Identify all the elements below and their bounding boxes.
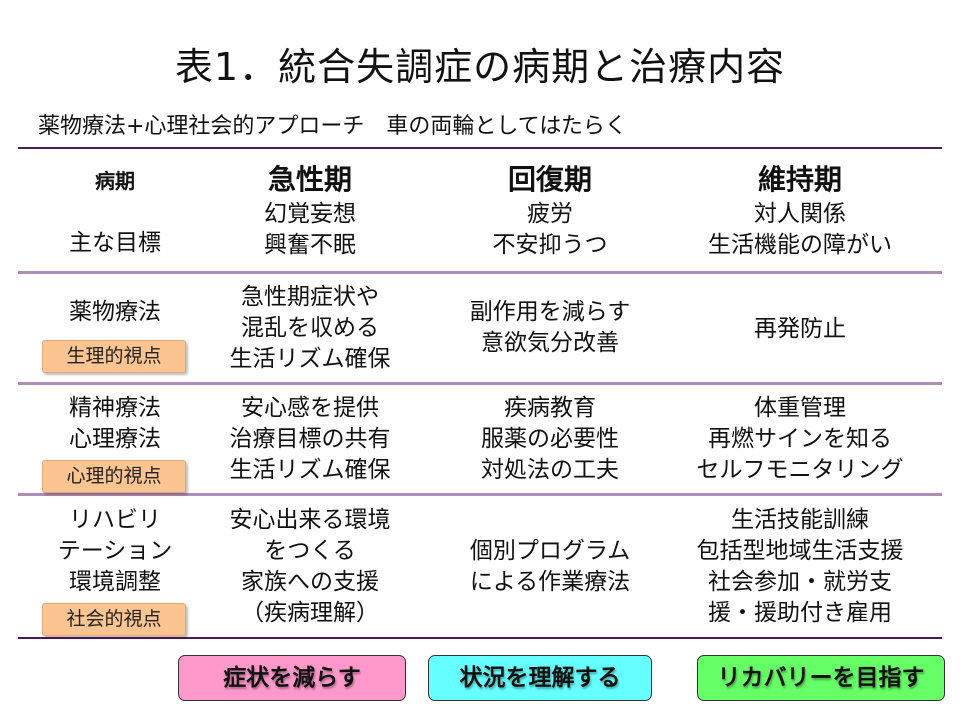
table-cell: 幻覚妄想 興奮不眠	[215, 198, 405, 262]
goal-reduce-symptoms: 症状を減らす	[178, 655, 406, 701]
row-divider	[18, 271, 942, 274]
cell-line: 体重管理	[754, 394, 846, 421]
table-cell: 急性期症状や 混乱を収める 生活リズム確保	[215, 281, 405, 375]
row-label-line: リハビリ	[69, 506, 161, 533]
table-bottom-rule	[18, 637, 942, 639]
row-label: リハビリ テーション 環境調整	[30, 504, 200, 598]
cell-line: 興奮不眠	[264, 232, 356, 258]
badge-psychological: 心理的視点	[42, 460, 186, 493]
cell-line: 治療目標の共有	[229, 425, 391, 452]
cell-line: 安心出来る環境	[229, 507, 391, 533]
cell-line: 急性期症状や	[241, 283, 379, 310]
cell-line: 意欲気分改善	[481, 330, 619, 356]
table-top-rule	[18, 147, 942, 149]
table-cell: 対人関係 生活機能の障がい	[680, 198, 920, 262]
row-label-line: 心理療法	[69, 426, 161, 452]
header-phase-acute: 急性期	[267, 163, 352, 196]
table-cell: 安心感を提供 治療目標の共有 生活リズム確保	[215, 392, 405, 486]
row-label-line: 薬物療法	[69, 298, 161, 325]
cell-line: 包括型地域生活支援	[696, 538, 904, 564]
goal-understand-situation: 状況を理解する	[428, 655, 652, 701]
cell-line: 混乱を収める	[241, 314, 379, 341]
table-cell: 生活技能訓練 包括型地域生活支援 社会参加・就労支 援・援助付き雇用	[680, 505, 920, 629]
subtitle: 薬物療法+心理社会的アプローチ 車の両輪としてはたらく	[38, 114, 627, 139]
row-label-line: テーション	[57, 537, 173, 564]
table-cell: 安心出来る環境 をつくる 家族への支援 （疾病理解）	[215, 505, 405, 629]
cell-line: 個別プログラム	[469, 538, 631, 564]
row-label-line: 主な目標	[69, 229, 161, 256]
cell-line: による作業療法	[469, 569, 631, 595]
cell-line: 家族への支援	[241, 569, 379, 595]
row-label-line: 環境調整	[69, 568, 161, 595]
cell-line: 援・援助付き雇用	[708, 600, 892, 626]
row-label: 主な目標	[40, 227, 190, 259]
page-title: 表1．統合失調症の病期と治療内容	[174, 45, 786, 89]
cell-line: 生活技能訓練	[731, 507, 869, 533]
cell-line: （疾病理解）	[241, 600, 379, 626]
cell-line: 対人関係	[754, 201, 846, 227]
cell-line: 疲労	[527, 201, 573, 227]
row-divider	[18, 493, 942, 496]
cell-line: 生活リズム確保	[229, 345, 391, 372]
cell-line: 再発防止	[754, 315, 846, 342]
badge-physiological: 生理的視点	[42, 340, 186, 373]
table-cell: 再発防止	[680, 313, 920, 345]
cell-line: 疾病教育	[504, 394, 596, 421]
table-cell: 個別プログラム による作業療法	[440, 535, 660, 599]
table-cell: 疲労 不安抑うつ	[440, 198, 660, 262]
table-cell: 疾病教育 服薬の必要性 対処法の工夫	[440, 392, 660, 486]
cell-line: セルフモニタリング	[696, 456, 904, 483]
goal-aim-recovery: リカバリーを目指す	[697, 655, 945, 701]
cell-line: 不安抑うつ	[492, 232, 608, 258]
cell-line: 幻覚妄想	[264, 201, 356, 227]
cell-line: 社会参加・就労支	[708, 569, 892, 595]
cell-line: 服薬の必要性	[481, 425, 619, 452]
row-label: 精神療法 心理療法	[40, 392, 190, 456]
cell-line: 対処法の工夫	[481, 456, 619, 483]
cell-line: をつくる	[264, 538, 356, 564]
row-label-line: 精神療法	[69, 395, 161, 421]
cell-line: 生活リズム確保	[229, 456, 391, 483]
cell-line: 安心感を提供	[241, 394, 379, 421]
cell-line: 再燃サインを知る	[708, 425, 892, 452]
header-phase-maintenance: 維持期	[757, 163, 842, 196]
row-divider	[18, 382, 942, 385]
badge-social: 社会的視点	[42, 603, 186, 636]
table-cell: 体重管理 再燃サインを知る セルフモニタリング	[680, 392, 920, 486]
header-phase-recovery: 回復期	[507, 163, 592, 196]
row-label: 薬物療法	[40, 296, 190, 328]
header-label-col: 病期	[95, 168, 135, 193]
table-cell: 副作用を減らす 意欲気分改善	[440, 296, 660, 360]
cell-line: 生活機能の障がい	[708, 232, 892, 258]
cell-line: 副作用を減らす	[469, 299, 631, 325]
